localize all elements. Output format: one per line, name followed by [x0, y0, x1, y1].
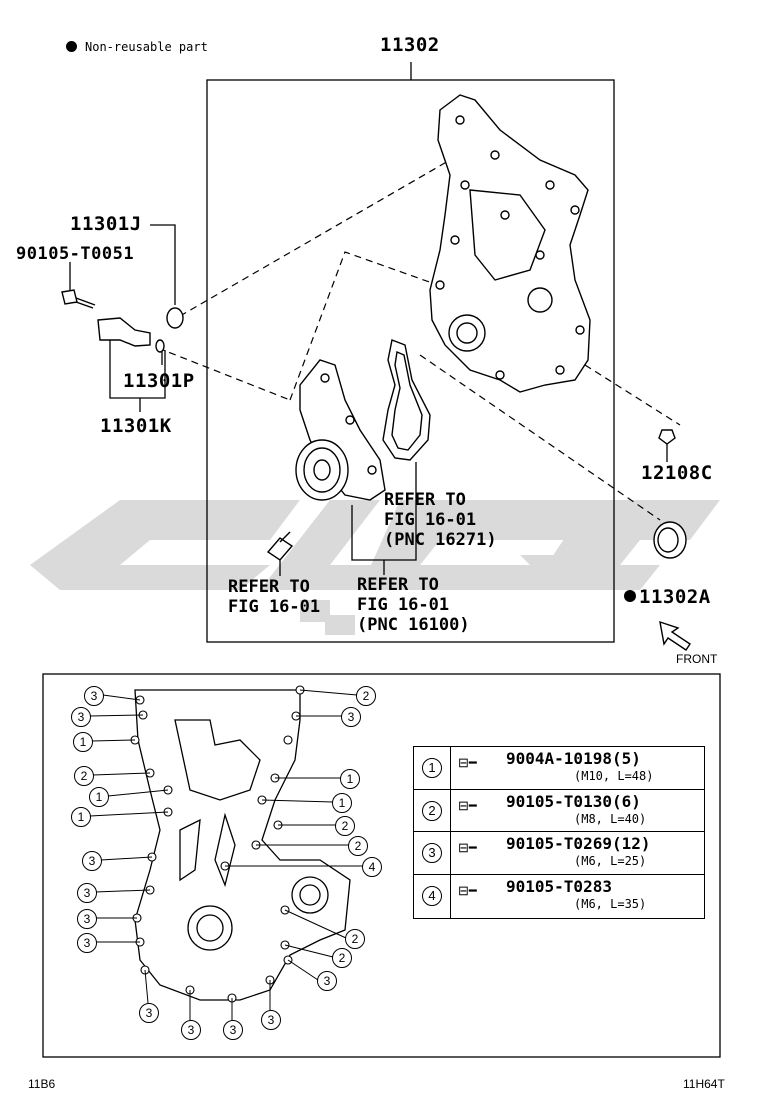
- footer-right-code: 11H64T: [683, 1077, 725, 1091]
- refer-to-pnc-16271[interactable]: REFER TO FIG 16-01 (PNC 16271): [384, 490, 497, 550]
- refer-to-fig-16-01[interactable]: REFER TO FIG 16-01: [228, 577, 321, 617]
- callout-bolt-3: 3: [261, 1010, 281, 1030]
- callout-bolt-2: 2: [345, 929, 365, 949]
- bolt-icon: ⊟━: [458, 840, 477, 855]
- bolt-spec: (M8, L=40): [574, 812, 647, 826]
- part-12108C-label[interactable]: 12108C: [641, 462, 713, 484]
- callout-bolt-3: 3: [139, 1003, 159, 1023]
- bolt-number: 1: [422, 758, 442, 778]
- bolt-row: 4 ⊟━ 90105-T0283 (M6, L=35): [414, 874, 704, 919]
- part-11301J-label[interactable]: 11301J: [70, 213, 142, 235]
- callout-bolt-1: 1: [89, 787, 109, 807]
- callout-bolt-1: 1: [340, 769, 360, 789]
- bolt-icon: ⊟━: [458, 755, 477, 770]
- bolt-part-number[interactable]: 90105-T0130(6): [506, 792, 641, 811]
- bolt-spec: (M6, L=35): [574, 897, 647, 911]
- callout-bolt-3: 3: [77, 883, 97, 903]
- legend-text: Non-reusable part: [85, 40, 208, 54]
- callout-bolt-1: 1: [73, 732, 93, 752]
- callout-bolt-3: 3: [223, 1020, 243, 1040]
- bolt-row: 2 ⊟━ 90105-T0130(6) (M8, L=40): [414, 789, 704, 832]
- part-11302-label[interactable]: 11302: [380, 34, 440, 56]
- non-reusable-dot-icon: [624, 590, 636, 602]
- bolt-part-number[interactable]: 90105-T0283: [506, 877, 612, 896]
- bolt-part-number[interactable]: 9004A-10198(5): [506, 749, 641, 768]
- bolt-row: 1 ⊟━ 9004A-10198(5) (M10, L=48): [414, 747, 704, 789]
- part-11301K-label[interactable]: 11301K: [100, 415, 172, 437]
- callout-bolt-2: 2: [356, 686, 376, 706]
- callout-bolt-3: 3: [77, 933, 97, 953]
- callout-bolt-1: 1: [71, 807, 91, 827]
- footer-left-code: 11B6: [28, 1077, 56, 1091]
- bolt-spec: (M10, L=48): [574, 769, 654, 783]
- bolt-icon: ⊟━: [458, 798, 477, 813]
- bolt-number: 2: [422, 801, 442, 821]
- part-11301P-label[interactable]: 11301P: [123, 370, 195, 392]
- bolt-table: 1 ⊟━ 9004A-10198(5) (M10, L=48) 2 ⊟━ 901…: [413, 746, 705, 919]
- callout-bolt-2: 2: [335, 816, 355, 836]
- non-reusable-dot-icon: [66, 41, 77, 52]
- part-90105-T0051-label[interactable]: 90105-T0051: [16, 244, 135, 264]
- bolt-number: 4: [422, 886, 442, 906]
- bolt-number: 3: [422, 843, 442, 863]
- refer-to-pnc-16100[interactable]: REFER TO FIG 16-01 (PNC 16100): [357, 575, 470, 635]
- callout-bolt-1: 1: [332, 793, 352, 813]
- callout-bolt-3: 3: [82, 851, 102, 871]
- bolt-icon: ⊟━: [458, 883, 477, 898]
- callout-bolt-3: 3: [341, 707, 361, 727]
- part-11302A-label[interactable]: 11302A: [624, 586, 711, 608]
- bolt-part-number[interactable]: 90105-T0269(12): [506, 834, 651, 853]
- bolt-spec: (M6, L=25): [574, 854, 647, 868]
- front-label: FRONT: [676, 652, 718, 666]
- callout-bolt-3: 3: [84, 686, 104, 706]
- callout-bolt-4: 4: [362, 857, 382, 877]
- callout-bolt-3: 3: [77, 909, 97, 929]
- callout-bolt-2: 2: [74, 766, 94, 786]
- callout-bolt-2: 2: [332, 948, 352, 968]
- callout-bolt-3: 3: [317, 971, 337, 991]
- bolt-row: 3 ⊟━ 90105-T0269(12) (M6, L=25): [414, 831, 704, 875]
- part-11302A-text: 11302A: [639, 586, 711, 608]
- legend: Non-reusable part: [66, 40, 208, 54]
- callout-bolt-3: 3: [71, 707, 91, 727]
- callout-bolt-2: 2: [348, 836, 368, 856]
- callout-bolt-3: 3: [181, 1020, 201, 1040]
